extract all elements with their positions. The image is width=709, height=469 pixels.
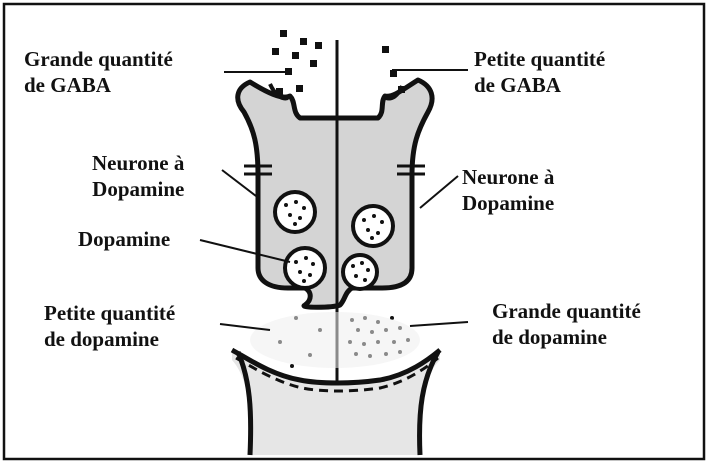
label-gaba-small-line2: de GABA — [474, 72, 605, 98]
vesicle-right-upper — [353, 206, 393, 246]
label-dopamine-small-line2: de dopamine — [44, 326, 175, 352]
label-gaba-large-line1: Grande quantité — [24, 46, 173, 72]
label-dopamine-large-line1: Grande quantité — [492, 298, 641, 324]
label-gaba-small: Petite quantité de GABA — [474, 46, 605, 98]
label-neuron-left-line2: Dopamine — [92, 176, 184, 202]
leader-dopamine-large — [410, 322, 468, 326]
synaptic-cleft — [250, 312, 420, 368]
label-dopamine-small-line1: Petite quantité — [44, 300, 175, 326]
label-gaba-large-line2: de GABA — [24, 72, 173, 98]
label-gaba-large: Grande quantité de GABA — [24, 46, 173, 98]
leader-neuron-right — [420, 176, 458, 208]
label-dopamine: Dopamine — [78, 226, 170, 252]
label-dopamine-small: Petite quantité de dopamine — [44, 300, 175, 352]
label-neuron-left: Neurone à Dopamine — [92, 150, 184, 202]
label-neuron-right-line2: Dopamine — [462, 190, 554, 216]
label-gaba-small-line1: Petite quantité — [474, 46, 605, 72]
vesicle-left-lower — [285, 248, 325, 288]
label-dopamine-large-line2: de dopamine — [492, 324, 641, 350]
dopamine-neuron-body — [238, 80, 432, 307]
label-neuron-left-line1: Neurone à — [92, 150, 184, 176]
vesicle-right-lower — [343, 255, 377, 289]
label-dopamine-large: Grande quantité de dopamine — [492, 298, 641, 350]
label-neuron-right: Neurone à Dopamine — [462, 164, 554, 216]
gaba-molecules-large — [272, 30, 322, 95]
vesicle-left-upper — [275, 192, 315, 232]
label-neuron-right-line1: Neurone à — [462, 164, 554, 190]
